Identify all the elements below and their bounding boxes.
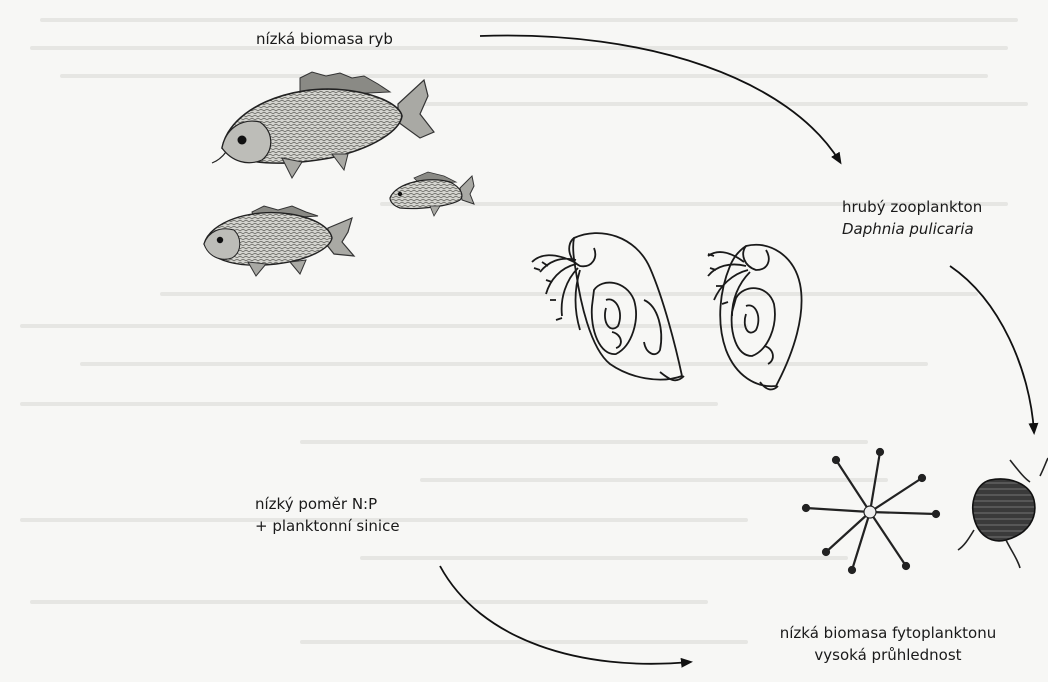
daphnia-left-illustration	[532, 233, 684, 380]
label-nutrients-cyanobacteria: + planktonní sinice	[255, 515, 400, 537]
label-phytoplankton: nízká biomasa fytoplanktonu vysoká průhl…	[768, 622, 1008, 666]
label-zooplankton: hrubý zooplankton Daphnia pulicaria	[842, 196, 982, 240]
label-zooplankton-species: Daphnia pulicaria	[842, 218, 982, 240]
label-nutrients: nízký poměr N:P + planktonní sinice	[255, 493, 400, 537]
label-transparency: vysoká průhlednost	[768, 644, 1008, 666]
daphnia-right-illustration	[708, 245, 802, 390]
label-fish-biomass: nízká biomasa ryb	[256, 28, 393, 50]
label-phytoplankton-biomass: nízká biomasa fytoplanktonu	[768, 622, 1008, 644]
arrow-zooplankton-to-phytoplankton	[950, 266, 1034, 432]
cyanobacteria-filament-illustration	[958, 458, 1048, 568]
carp-large-illustration	[212, 72, 434, 178]
label-zooplankton-name: hrubý zooplankton	[842, 196, 982, 218]
carp-small-illustration	[390, 172, 474, 216]
label-nutrients-ratio: nízký poměr N:P	[255, 493, 400, 515]
arrow-nutrients-to-phytoplankton	[440, 566, 690, 664]
arrow-fish-to-zooplankton	[480, 36, 840, 162]
asterionella-alga-illustration	[803, 449, 939, 573]
carp-medium-illustration	[204, 206, 354, 276]
